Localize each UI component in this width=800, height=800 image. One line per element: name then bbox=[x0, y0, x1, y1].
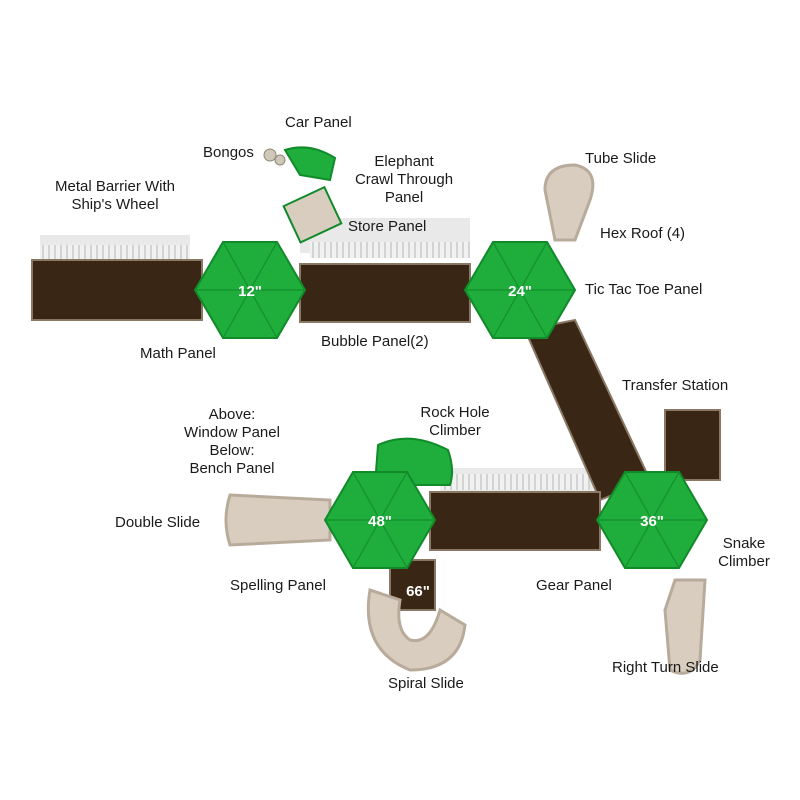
label-window-bench: Above: Window Panel Below: Bench Panel bbox=[184, 406, 280, 477]
label-math-panel: Math Panel bbox=[140, 345, 216, 362]
transfer-station bbox=[664, 409, 721, 481]
deck-left bbox=[31, 259, 203, 321]
label-tube-slide: Tube Slide bbox=[585, 150, 657, 167]
label-gear-panel: Gear Panel bbox=[536, 577, 612, 594]
label-right-turn-slide: Right Turn Slide bbox=[612, 659, 719, 676]
panels bbox=[263, 146, 454, 486]
decks bbox=[31, 259, 721, 611]
label-metal-barrier: Metal Barrier With Ship's Wheel bbox=[54, 178, 176, 213]
double-slide bbox=[224, 493, 332, 547]
hex-roofs: 12" 24" 48" bbox=[193, 241, 709, 569]
label-hex-roof: Hex Roof (4) bbox=[600, 225, 686, 242]
label-rock-hole: Rock Hole Climber bbox=[420, 404, 490, 439]
deck-height-66: 66" bbox=[406, 583, 430, 600]
hex-roof-48: 48" bbox=[323, 471, 437, 569]
roof-height-24: 24" bbox=[508, 283, 532, 300]
label-elephant-panel: Elephant Crawl Through Panel bbox=[354, 153, 454, 206]
label-store-panel: Store Panel bbox=[348, 218, 427, 235]
label-double-slide: Double Slide bbox=[115, 514, 201, 531]
hex-roof-24: 24" bbox=[463, 241, 577, 339]
deck-middle bbox=[299, 263, 471, 323]
spiral-slide bbox=[366, 588, 467, 672]
label-car-panel: Car Panel bbox=[285, 114, 352, 131]
label-transfer-station: Transfer Station bbox=[622, 377, 729, 394]
roof-height-36: 36" bbox=[640, 513, 664, 530]
label-tic-tac-toe: Tic Tac Toe Panel bbox=[585, 281, 703, 298]
bongos-icon bbox=[263, 148, 277, 162]
label-spelling-panel: Spelling Panel bbox=[230, 577, 326, 594]
car-panel bbox=[283, 146, 337, 182]
hex-roof-36: 36" bbox=[595, 471, 709, 569]
roof-height-48: 48" bbox=[368, 513, 392, 530]
label-spiral-slide: Spiral Slide bbox=[388, 675, 464, 692]
deck-lower bbox=[429, 491, 601, 551]
railings bbox=[40, 242, 590, 490]
right-turn-slide bbox=[663, 578, 707, 675]
label-bongos: Bongos bbox=[203, 144, 254, 161]
roof-height-12: 12" bbox=[238, 283, 262, 300]
elephant-panel bbox=[282, 185, 343, 244]
hex-roof-12: 12" bbox=[193, 241, 307, 339]
slides bbox=[224, 163, 707, 675]
label-bubble-panel: Bubble Panel(2) bbox=[321, 333, 429, 350]
label-snake-climber: Snake Climber bbox=[718, 535, 770, 570]
tube-slide bbox=[543, 163, 595, 242]
